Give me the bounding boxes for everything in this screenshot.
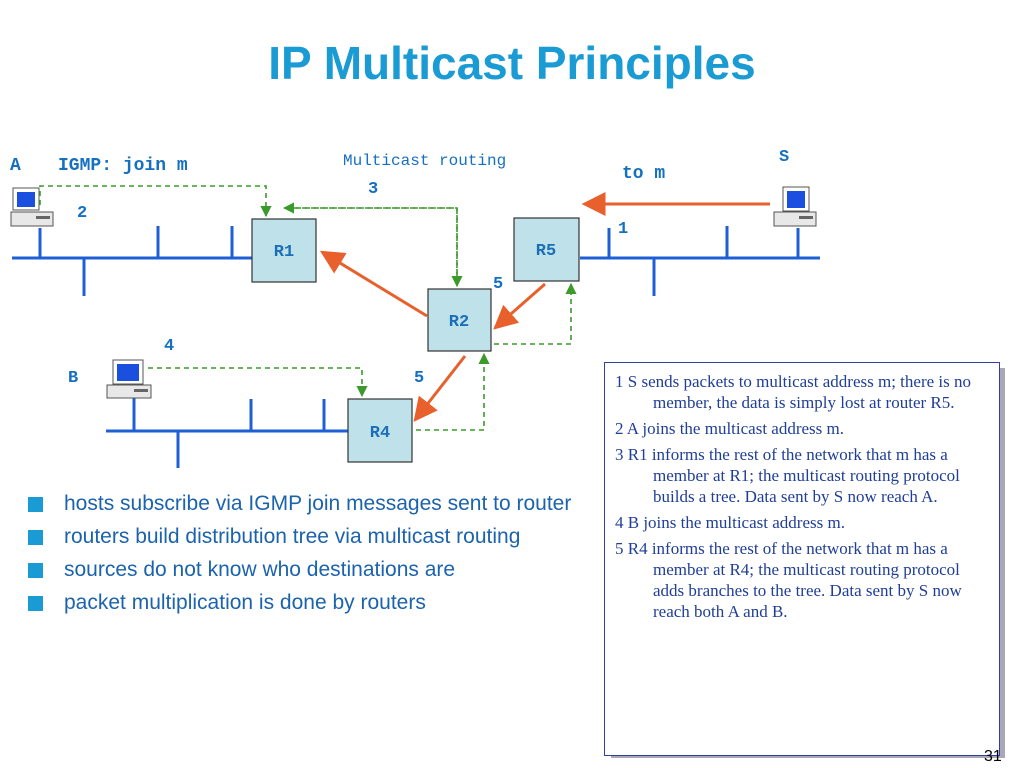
data-arrow-r2-to-r4 xyxy=(413,355,467,422)
host-b-computer-icon xyxy=(106,359,152,399)
step-3-label: 3 xyxy=(368,180,378,199)
bullet-item: sources do not know who destinations are xyxy=(28,556,588,583)
bullet-text: sources do not know who destinations are xyxy=(64,558,456,581)
routing-arrow-r2-to-r5 xyxy=(494,282,577,345)
bullet-item: hosts subscribe via IGMP join messages s… xyxy=(28,490,588,517)
bullet-item: packet multiplication is done by routers xyxy=(28,589,588,616)
lan-s xyxy=(580,226,820,296)
router-r5: R5 xyxy=(513,217,580,282)
note-step-5: 5 R4 informs the rest of the network tha… xyxy=(615,539,962,621)
bullet-square-icon xyxy=(28,497,43,512)
router-r4-label: R4 xyxy=(370,424,390,443)
bullet-square-icon xyxy=(28,596,43,611)
slide-number: 31 xyxy=(984,748,1002,765)
step-5-label-lower: 5 xyxy=(414,369,424,388)
host-s-label: S xyxy=(779,148,789,167)
router-r2: R2 xyxy=(427,288,492,352)
host-a-label: A xyxy=(10,156,21,176)
data-arrow-r5-to-r2 xyxy=(493,282,546,330)
router-r5-label: R5 xyxy=(536,242,556,261)
routing-arrow-r4-to-r2 xyxy=(416,352,490,431)
to-m-label: to m xyxy=(622,164,665,184)
note-step-2: 2 A joins the multicast address m. xyxy=(615,419,845,438)
bullet-item: routers build distribution tree via mult… xyxy=(28,523,588,550)
note-step-4: 4 B joins the multicast address m. xyxy=(615,513,845,532)
router-r1: R1 xyxy=(251,218,317,283)
lan-b xyxy=(106,398,348,468)
bullet-text: packet multiplication is done by routers xyxy=(64,591,426,614)
step-4-label: 4 xyxy=(164,337,174,356)
router-r4: R4 xyxy=(347,398,413,463)
multicast-routing-label: Multicast routing xyxy=(343,152,506,170)
lan-a xyxy=(12,226,252,296)
step-5-label-upper: 5 xyxy=(493,275,503,294)
router-r1-label: R1 xyxy=(274,243,294,262)
router-r2-label: R2 xyxy=(449,313,469,332)
host-s-computer-icon xyxy=(773,186,817,227)
bullet-square-icon xyxy=(28,563,43,578)
slide-title: IP Multicast Principles xyxy=(268,37,756,89)
routing-arrow-r1-to-r2 xyxy=(284,207,463,288)
note-step-3: 3 R1 informs the rest of the network tha… xyxy=(615,445,960,506)
host-b-label: B xyxy=(68,369,78,388)
note-step-1: 1 S sends packets to multicast address m… xyxy=(615,372,971,412)
step-2-label: 2 xyxy=(77,204,87,223)
igmp-join-arrow-a-to-r1 xyxy=(39,185,272,218)
bullet-text: routers build distribution tree via mult… xyxy=(64,525,521,548)
data-arrow-r2-to-r1 xyxy=(319,250,428,318)
igmp-join-label: IGMP: join m xyxy=(58,156,188,176)
host-a-computer-icon xyxy=(10,187,54,227)
bullet-square-icon xyxy=(28,530,43,545)
igmp-join-arrow-b-to-r4 xyxy=(148,367,368,398)
bullet-text: hosts subscribe via IGMP join messages s… xyxy=(64,492,572,515)
step-1-label: 1 xyxy=(618,220,628,239)
bullet-list: hosts subscribe via IGMP join messages s… xyxy=(28,490,588,622)
notes-box: 1 S sends packets to multicast address m… xyxy=(604,362,1000,756)
